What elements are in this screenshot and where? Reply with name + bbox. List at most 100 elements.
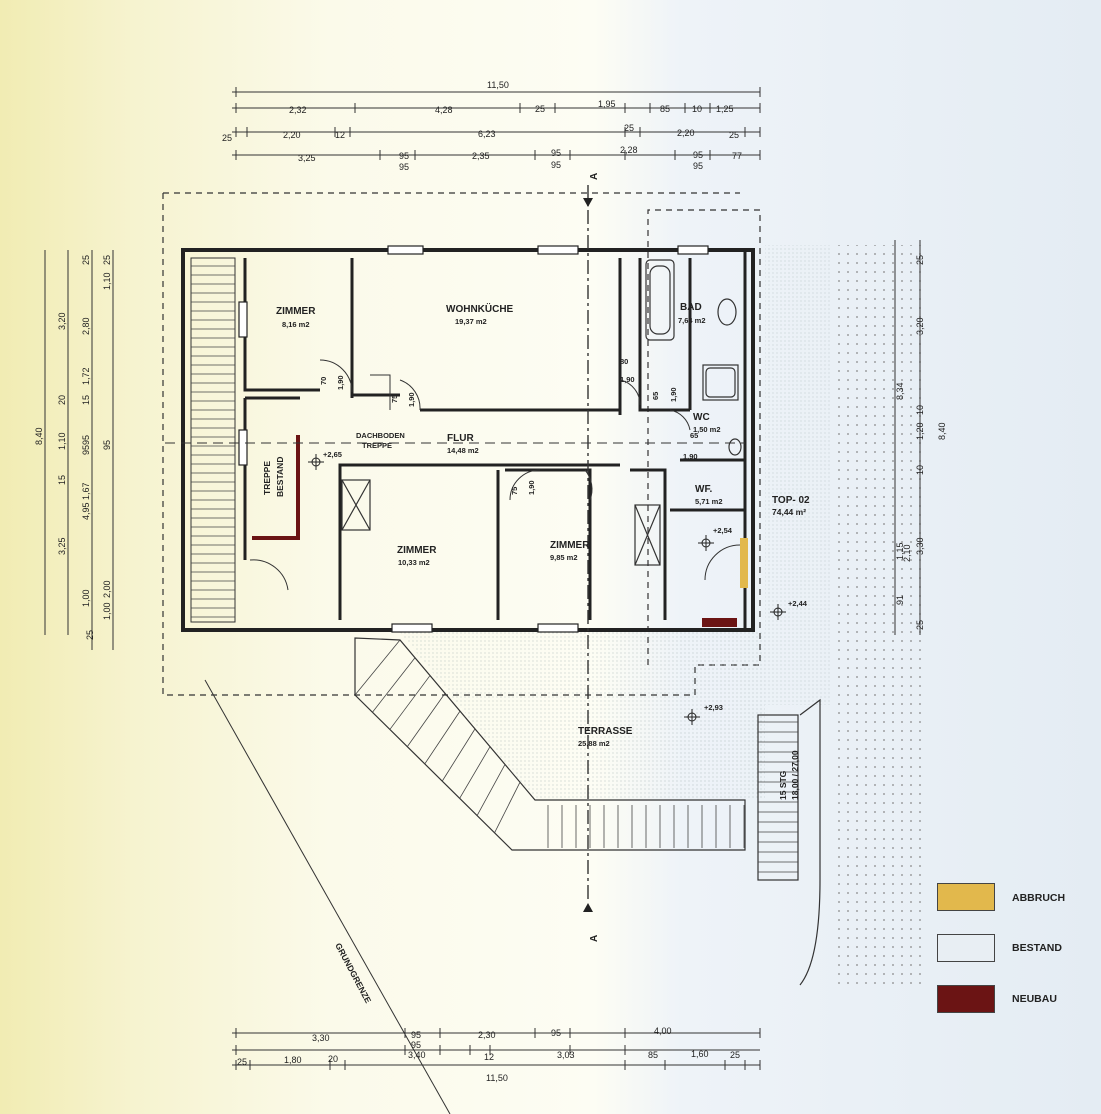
door-swings [249,359,741,591]
dim-text: 3,20 [57,312,67,330]
exterior-wall [181,248,755,632]
room-labels: ZIMMER 8,16 m2 WOHNKÜCHE 19,37 m2 BAD 7,… [262,173,810,1005]
dim-text: 95 [693,161,703,171]
dim-text: 1,25 [716,104,734,114]
dim-text: 25 [237,1057,247,1067]
dim-text: 4,95 [81,502,91,520]
dim-text: 2,28 [620,145,638,155]
dim-text: 1,67 [81,482,91,500]
dim-text: 8,40 [34,427,44,445]
dashed-outline [162,192,761,696]
legend-swatch-bestand [937,934,995,962]
dim-text: 95 [693,150,703,160]
dachboden-treppe-label: TREPPE [362,441,392,450]
dim-text: 1,15 [895,542,905,560]
terrace-floor [400,632,765,800]
dim-text: 95 [102,440,112,450]
dim-text: 6,23 [478,129,496,139]
dim-text: 95 [411,1030,421,1040]
dim-text: 25 [915,620,925,630]
dim-text: 95 [551,160,561,170]
terrace-tread [389,675,431,730]
bath-fixtures [645,259,742,456]
dim-text: 12 [484,1052,494,1062]
side-stipple-area [765,245,830,705]
legend-label-neubau: NEUBAU [1012,993,1057,1005]
room-area-terrasse: 25,88 m2 [578,739,610,748]
dim-text: 10 [915,405,925,415]
external-stair-treads [758,721,798,873]
room-area-zimmer3: 9,85 m2 [550,553,578,562]
dim-text: 25 [729,130,739,140]
dim-text: 2,35 [472,151,490,161]
room-name-zimmer3: ZIMMER [550,540,590,551]
level-value: +2,65 [323,450,342,459]
room-name-wohnkueche: WOHNKÜCHE [446,302,514,315]
door-dim: 1,90 [669,387,678,402]
dim-text: 1,80 [284,1055,302,1065]
door-dim: 1,90 [407,392,416,407]
door-dim: 1,90 [683,452,698,461]
terrace-tread [459,746,491,799]
section-arrow-top [583,198,593,207]
dim-text: 95 [551,1028,561,1038]
terrace-tread [424,710,461,765]
room-area-bad: 7,64 m2 [678,316,706,325]
stair-dim-label: 18,00 / 27,00 [790,750,800,800]
dim-text: 3,40 [408,1050,426,1060]
shafts [341,479,661,566]
dim-text: 1,60 [691,1049,709,1059]
dim-text: 10 [915,465,925,475]
property-line [204,679,451,1114]
section-a-top: A [589,173,600,180]
dim-text: 2,20 [283,130,301,140]
left-dimensions: 8,403,25151,10203,204,951,6795951,72152,… [34,255,112,640]
dim-text: 8,34 [895,382,905,400]
dim-text: 95 [81,435,91,445]
level-value: +2,54 [713,526,733,535]
dim-text: 77 [732,151,742,161]
room-area-wf: 5,71 m2 [695,497,723,506]
dim-text: 25 [535,104,545,114]
room-name-terrasse: TERRASSE [578,726,633,737]
dim-text: 2,10 [902,544,912,562]
door-dim: 80 [620,357,628,366]
terrace-tread [441,728,476,782]
door-dim: 70 [319,377,328,385]
room-name-zimmer1: ZIMMER [276,306,316,317]
dim-text: 95 [411,1040,421,1050]
dim-text: 1,10 [102,272,112,290]
dim-text: 3,30 [312,1033,330,1043]
dim-text: 2,32 [289,105,307,115]
dim-text: 4,00 [654,1026,672,1036]
dim-text: 20 [57,395,67,405]
dim-text: 4,28 [435,105,453,115]
dimension-lines [44,87,921,1070]
dim-text: 1,20 [915,422,925,440]
stair-left [190,257,236,623]
dim-text: 2,00 [102,580,112,598]
room-name-wc: WC [693,412,710,423]
top-area: 74,44 m² [772,507,806,517]
dim-text: 12 [335,130,345,140]
dim-text: 25 [915,255,925,265]
room-area-zimmer1: 8,16 m2 [282,320,310,329]
dachboden-label: DACHBODEN [356,431,405,440]
dim-text: 11,50 [487,80,509,90]
garden-dotted-area [835,245,923,985]
dim-text: 95 [399,162,409,172]
dim-text: 91 [895,595,905,605]
level-values: +2,65 +2,54 +2,44 +2,93 [323,450,808,712]
door-dim: 1,90 [336,375,345,390]
dim-text: 25 [102,255,112,265]
room-name-bad: BAD [680,302,702,313]
dim-text: 1,00 [102,602,112,620]
room-area-wc: 1,50 m2 [693,425,721,434]
door-dim: 65 [651,392,660,400]
dim-text: 85 [660,104,670,114]
legend-swatch-neubau [937,985,995,1013]
dim-text: 2,20 [677,128,695,138]
dim-text: 15 [57,475,67,485]
